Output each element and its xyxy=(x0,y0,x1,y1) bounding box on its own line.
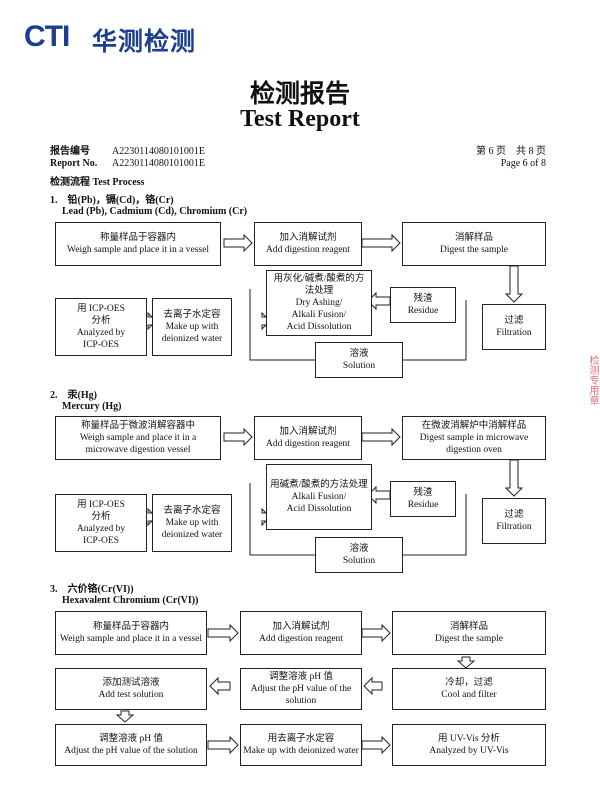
section-2-heading-en: Mercury (Hg) xyxy=(62,401,122,412)
section-3-heading-en: Hexavalent Chromium (Cr(VI)) xyxy=(62,595,199,606)
section-1-heading-cn: 1. 铅(Pb)，镉(Cd)，铬(Cr) xyxy=(50,195,174,206)
cti-logo: CTI xyxy=(24,20,70,53)
process-title: 检测流程 Test Process xyxy=(50,177,145,188)
section-1-heading-en: Lead (Pb), Cadmium (Cd), Chromium (Cr) xyxy=(62,206,248,217)
red-seal-stamp: 检测专用章 xyxy=(587,355,598,405)
page-title-cn: 检测报告 xyxy=(249,79,350,108)
page-number-en: Page 6 of 8 xyxy=(500,158,546,169)
page-number-cn: 第 6 页 共 8 页 xyxy=(476,146,546,157)
report-no-value: A2230114080101001E xyxy=(112,146,205,157)
page-title-en: Test Report xyxy=(240,106,360,132)
section-3-heading-cn: 3. 六价铬(Cr(VI)) xyxy=(50,584,134,595)
report-no-label-cn: 报告编号 xyxy=(50,146,90,157)
report-no-value-2: A2230114080101001E xyxy=(112,158,205,169)
report-no-label-en: Report No. xyxy=(50,158,98,169)
section-2-heading-cn: 2. 汞(Hg) xyxy=(50,390,97,401)
company-name: 华测检测 xyxy=(92,27,197,56)
